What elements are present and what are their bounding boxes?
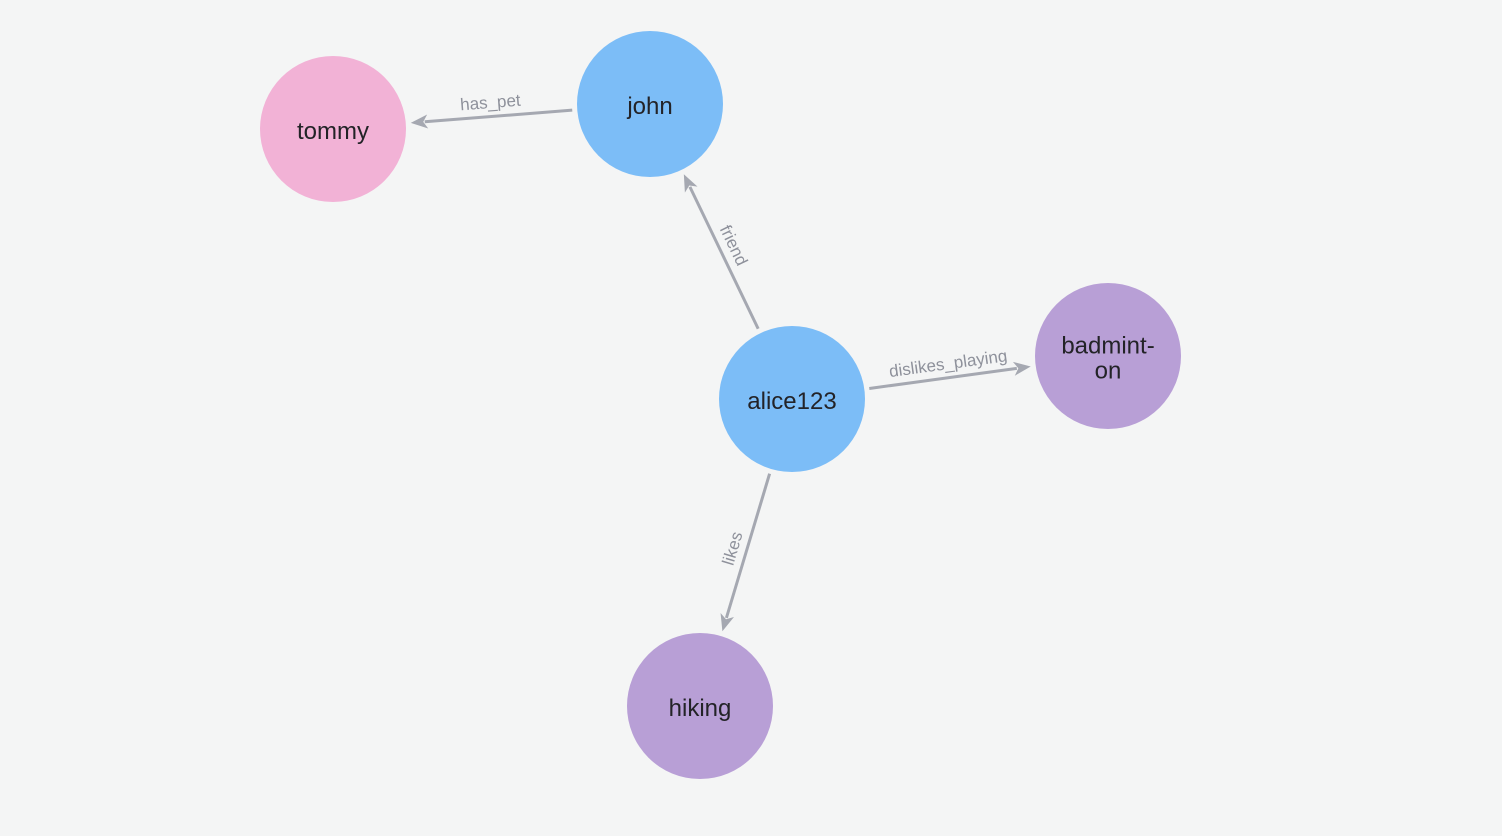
edge-line[interactable]: [424, 108, 573, 124]
edge-line[interactable]: [724, 473, 772, 619]
node-circle[interactable]: [577, 31, 723, 177]
node-label: tommy: [297, 118, 369, 145]
node-layer: tommy john alice123 badmint-on hiking: [260, 31, 1181, 779]
graph-node-badminton[interactable]: badmint-on: [1035, 283, 1181, 429]
edge-label: dislikes_playing: [888, 346, 1009, 381]
graph-edge-alice123-john[interactable]: friend: [678, 171, 760, 330]
edge-arrowhead-icon: [410, 114, 429, 129]
edge-arrowhead-icon: [720, 612, 734, 632]
node-label: alice123: [747, 388, 836, 415]
node-label: badmint-on: [1061, 332, 1154, 384]
edge-line[interactable]: [688, 186, 760, 330]
node-circle[interactable]: [1035, 283, 1181, 429]
node-circle[interactable]: [719, 326, 865, 472]
edge-label: friend: [716, 222, 752, 269]
node-label: hiking: [669, 695, 732, 722]
graph-node-alice123[interactable]: alice123: [719, 326, 865, 472]
graph-node-tommy[interactable]: tommy: [260, 56, 406, 202]
node-circle[interactable]: [260, 56, 406, 202]
edge-label: has_pet: [459, 91, 521, 115]
edge-arrowhead-icon: [683, 174, 698, 193]
graph-node-john[interactable]: john: [577, 31, 723, 177]
edge-line[interactable]: [869, 366, 1018, 390]
graph-edge-alice123-badminton[interactable]: dislikes_playing: [869, 346, 1031, 390]
graph-node-hiking[interactable]: hiking: [627, 633, 773, 779]
graph-edge-alice123-hiking[interactable]: likes: [716, 473, 772, 634]
graph-edge-john-tommy[interactable]: has_pet: [410, 91, 573, 130]
edge-arrowhead-icon: [1012, 361, 1031, 376]
node-circle[interactable]: [627, 633, 773, 779]
node-label: john: [626, 93, 672, 120]
